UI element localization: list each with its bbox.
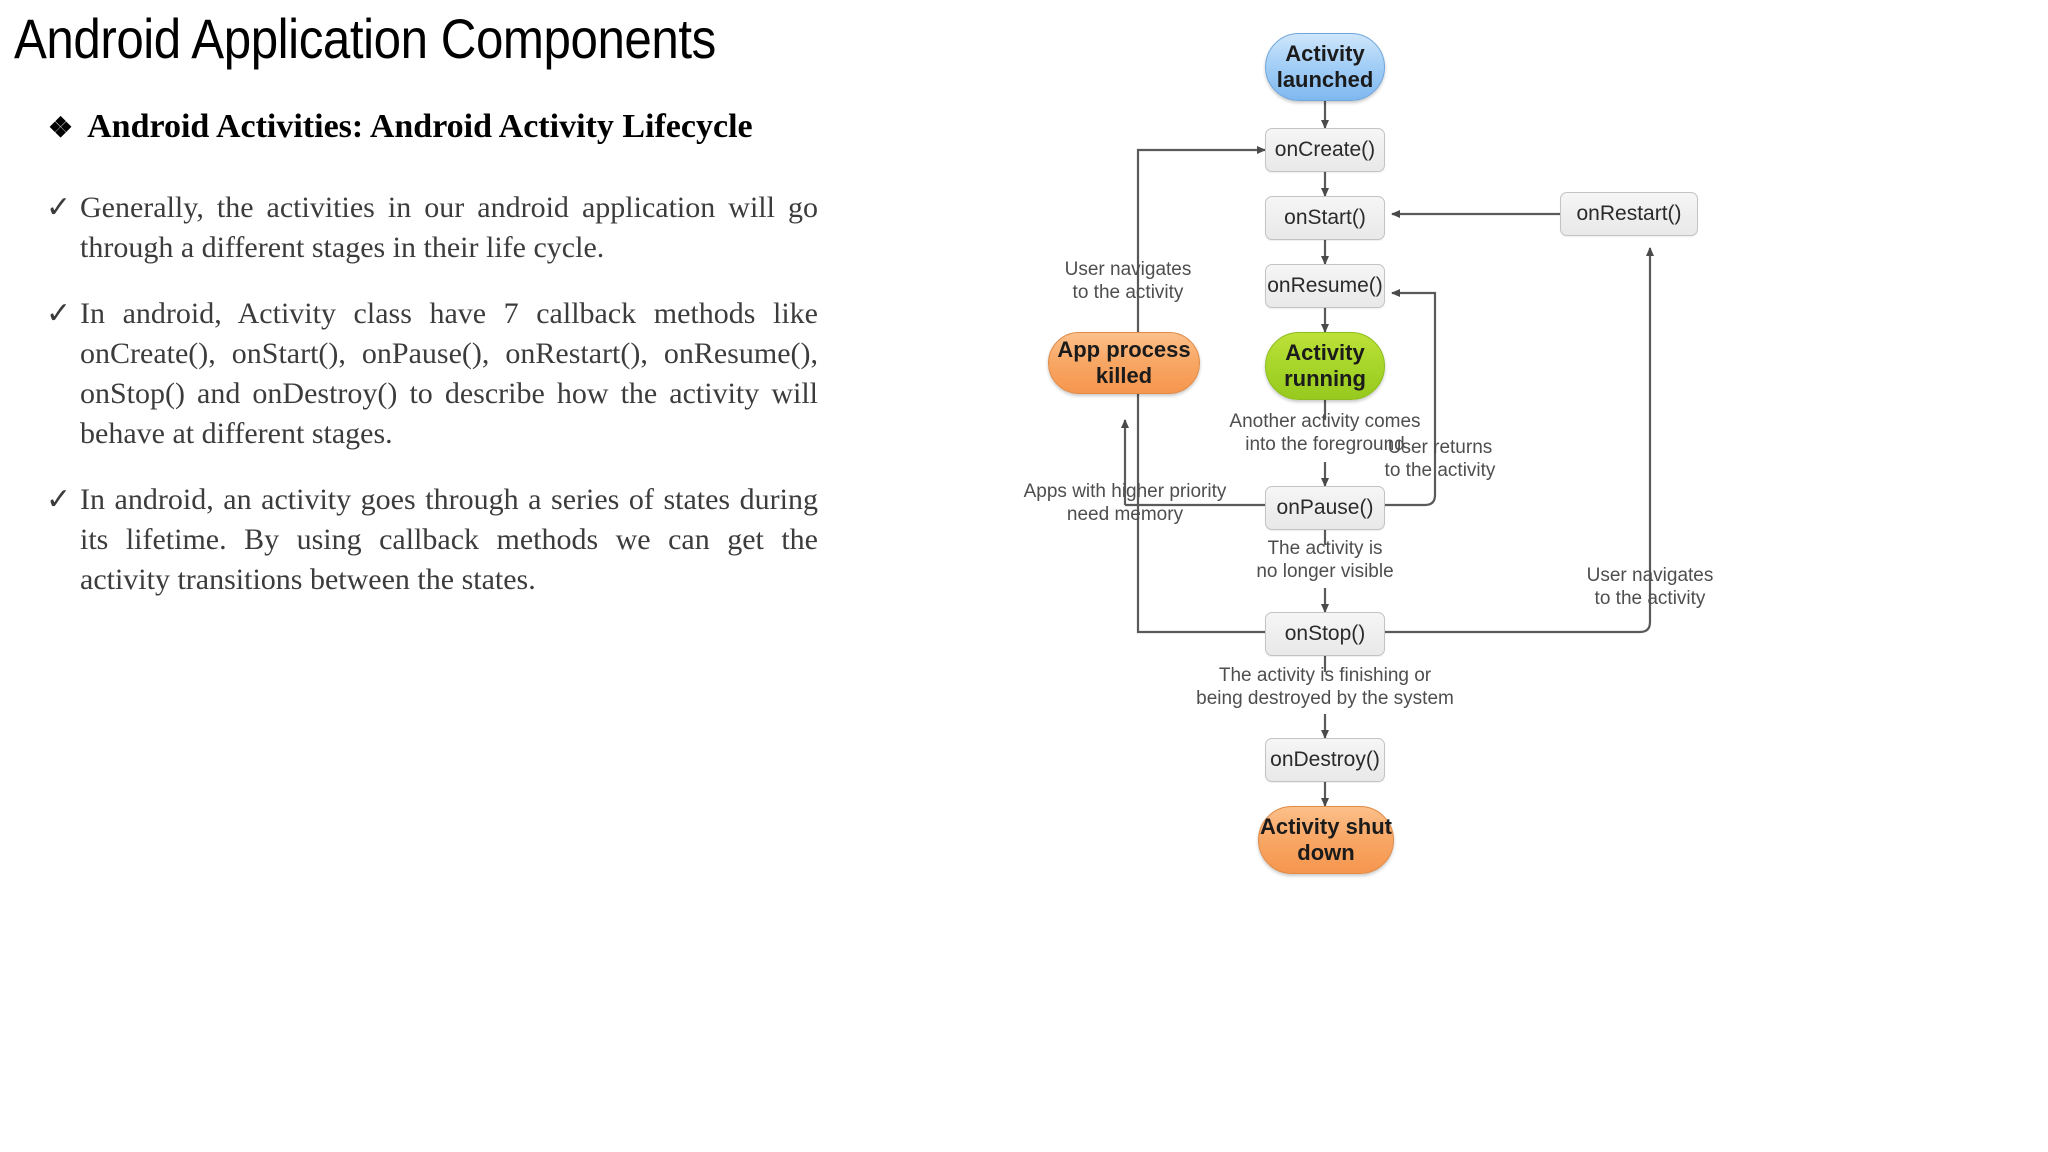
node-on-destroy[interactable]: onDestroy()	[1265, 738, 1385, 782]
check-icon: ✓	[46, 191, 72, 224]
node-activity-running[interactable]: Activity running	[1265, 332, 1385, 400]
node-activity-shut-down[interactable]: Activity shut down	[1258, 806, 1394, 874]
list-item: ✓ Generally, the activities in our andro…	[28, 188, 818, 268]
list-item-text: In android, Activity class have 7 callba…	[80, 297, 818, 450]
subheading-text: Android Activities: Android Activity Lif…	[87, 108, 753, 145]
list-item: ✓ In android, Activity class have 7 call…	[28, 294, 818, 454]
node-label: Activity launched	[1276, 41, 1374, 92]
edge-label-user-returns: User returns to the activity	[1384, 437, 1496, 482]
edge-label-user-navigates-left: User navigates to the activity	[1064, 259, 1192, 304]
check-icon: ✓	[46, 297, 72, 330]
subheading: ❖ Android Activities: Android Activity L…	[48, 108, 948, 146]
node-label: onStart()	[1284, 206, 1366, 229]
list-item: ✓ In android, an activity goes through a…	[28, 480, 818, 600]
edge-label-another-activity-foreground: Another activity comes into the foregrou…	[1229, 411, 1421, 456]
node-on-restart[interactable]: onRestart()	[1560, 192, 1698, 236]
node-label: onStop()	[1284, 622, 1366, 645]
edge-label-apps-higher-priority: Apps with higher priority need memory	[1023, 481, 1227, 526]
diagram-connectors	[1121, 101, 1654, 807]
node-on-resume[interactable]: onResume()	[1265, 264, 1385, 308]
node-label: Activity shut down	[1259, 814, 1393, 865]
node-label: Activity running	[1284, 340, 1366, 391]
diamond-bullet-icon: ❖	[48, 113, 74, 144]
node-activity-launched[interactable]: Activity launched	[1265, 33, 1385, 101]
node-on-start[interactable]: onStart()	[1265, 196, 1385, 240]
edge-label-finishing-destroyed: The activity is finishing or being destr…	[1196, 665, 1454, 710]
node-label: onDestroy()	[1270, 748, 1380, 771]
node-on-pause[interactable]: onPause()	[1265, 486, 1385, 530]
node-on-stop[interactable]: onStop()	[1265, 612, 1385, 656]
node-label: App process killed	[1057, 337, 1191, 388]
list-item-text: In android, an activity goes through a s…	[80, 483, 818, 596]
check-icon: ✓	[46, 483, 72, 516]
node-app-process-killed[interactable]: App process killed	[1048, 332, 1200, 394]
node-on-create[interactable]: onCreate()	[1265, 128, 1385, 172]
node-label: onPause()	[1276, 496, 1374, 519]
list-item-text: Generally, the activities in our android…	[80, 191, 818, 264]
page-title: Android Application Components	[14, 7, 716, 70]
edge-label-no-longer-visible: The activity is no longer visible	[1256, 538, 1394, 583]
bullet-list: ✓ Generally, the activities in our andro…	[28, 188, 818, 626]
node-label: onRestart()	[1576, 202, 1682, 225]
node-label: onCreate()	[1274, 138, 1376, 161]
node-label: onResume()	[1267, 274, 1383, 297]
activity-lifecycle-diagram: Activity launched onCreate() onStart() o…	[860, 0, 2048, 1152]
edge-label-user-navigates-right: User navigates to the activity	[1586, 565, 1714, 610]
